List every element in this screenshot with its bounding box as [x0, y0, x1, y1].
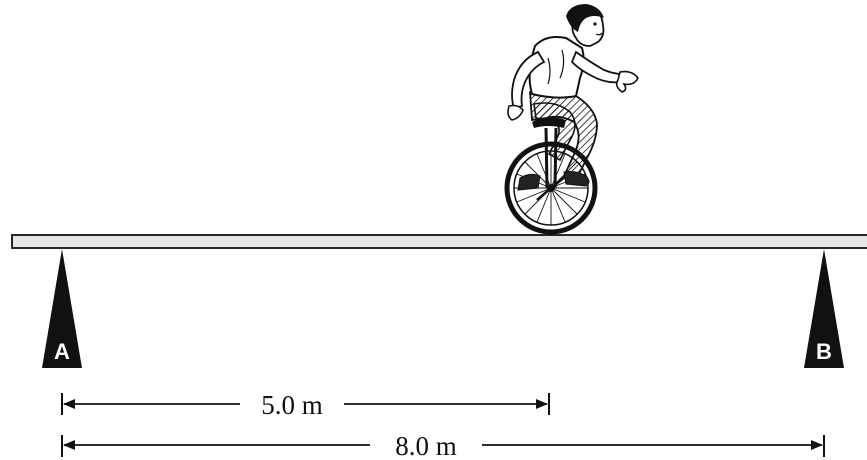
dimension-5m-label: 5.0 m: [261, 390, 323, 420]
rider-torso: [528, 36, 585, 99]
rider-left-arm: [511, 50, 546, 110]
dimension-8m: 8.0 m: [61, 431, 825, 460]
support-a-label: A: [54, 339, 70, 364]
rider-left-hand: [507, 104, 524, 121]
support-b: B: [804, 249, 844, 368]
support-a: A: [42, 249, 82, 368]
dimension-5m: 5.0 m: [61, 390, 550, 420]
rider-shoe-left: [517, 173, 541, 191]
support-b-wedge: [804, 249, 844, 368]
rider-hair: [566, 4, 604, 32]
support-b-label: B: [816, 339, 832, 364]
plank: [11, 234, 867, 249]
dimension-8m-label: 8.0 m: [395, 431, 457, 460]
rider-shoe-right: [563, 171, 590, 187]
unicycle-rider: [504, 4, 639, 235]
rider-right-hand: [615, 70, 639, 93]
support-a-wedge: [42, 249, 82, 368]
rider-near-leg: [533, 102, 576, 162]
